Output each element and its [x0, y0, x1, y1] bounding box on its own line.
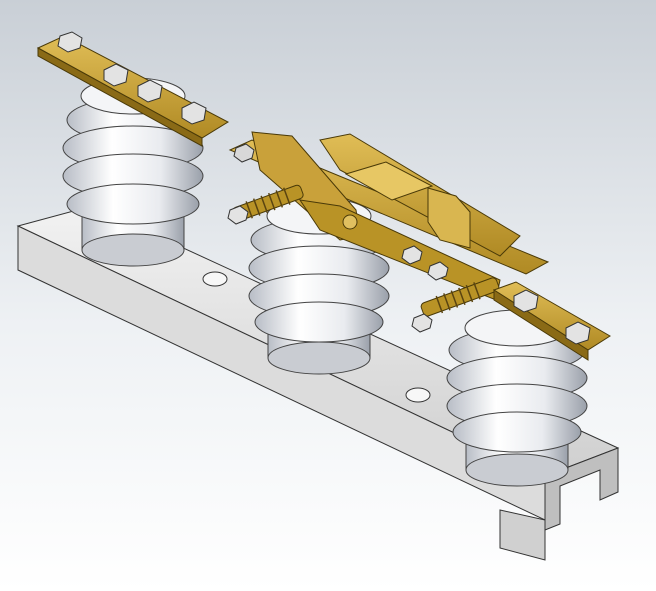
hex-bolt-icon: [565, 321, 591, 345]
hex-bolt-icon: [427, 261, 449, 281]
spring-icon: [411, 277, 500, 333]
terminal-bar-right: [492, 281, 611, 361]
mounting-hole: [405, 387, 431, 403]
hex-bolt-icon: [513, 289, 539, 313]
hex-bolt-icon: [103, 63, 129, 87]
mounting-hole: [202, 271, 228, 287]
spring-icon: [227, 184, 304, 225]
hex-bolt-icon: [137, 79, 163, 103]
terminal-bar-left: [36, 31, 230, 147]
hex-bolt-icon: [233, 143, 255, 163]
pivot-pin: [342, 214, 358, 230]
hex-bolt-icon: [57, 31, 83, 53]
switch-blade-assembly: [228, 131, 550, 301]
insulator-right: [446, 309, 588, 487]
hex-bolt-icon: [401, 245, 423, 265]
hex-bolt-icon: [181, 101, 207, 125]
